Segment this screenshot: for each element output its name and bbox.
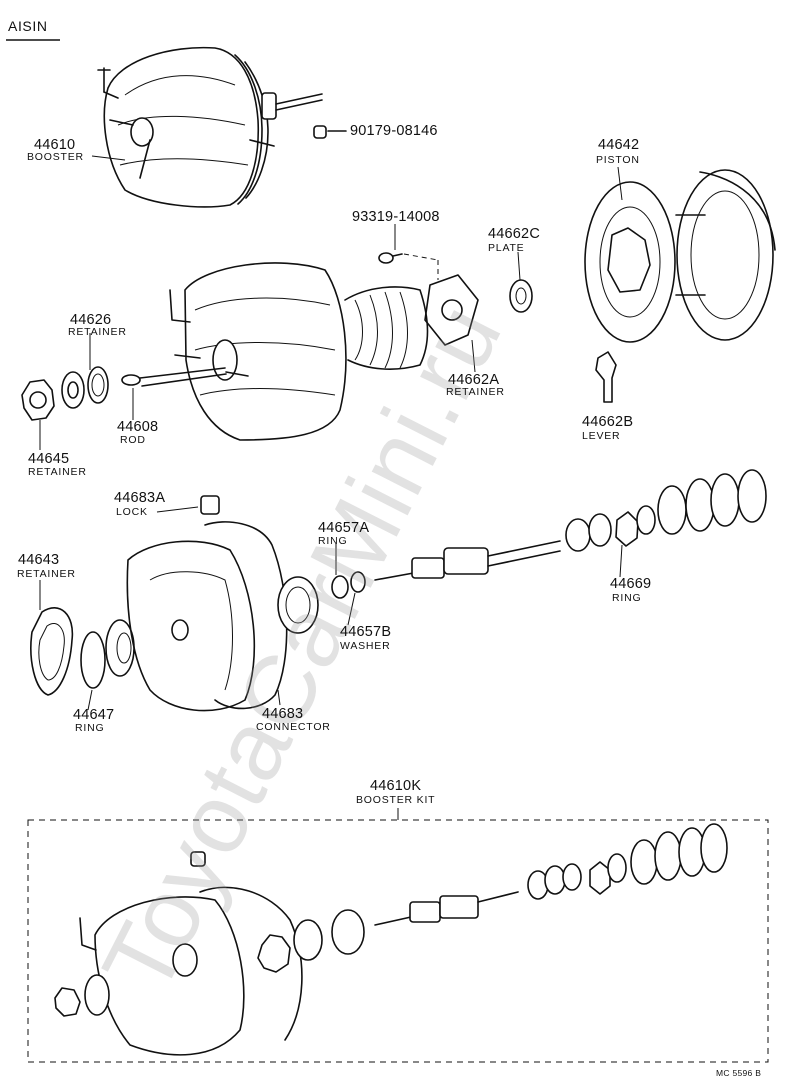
part-name-ring-44657a: RING bbox=[318, 535, 348, 547]
part-name-lever: LEVER bbox=[582, 430, 621, 442]
booster-body-section-drawing bbox=[121, 262, 479, 441]
part-number-44669: 44669 bbox=[610, 576, 652, 592]
part-name-ring-44647: RING bbox=[75, 722, 105, 734]
part-number-44662c: 44662C bbox=[488, 226, 540, 242]
booster-kit-drawing bbox=[27, 808, 769, 1063]
part-number-90179-08146: 90179-08146 bbox=[350, 123, 438, 139]
part-number-44626: 44626 bbox=[70, 312, 112, 328]
part-number-44610: 44610 bbox=[34, 137, 76, 153]
part-name-ring-44669: RING bbox=[612, 592, 642, 604]
piston-drawing bbox=[584, 169, 776, 403]
part-name-washer: WASHER bbox=[340, 640, 391, 652]
part-number-44662b: 44662B bbox=[582, 414, 634, 430]
part-name-retainer-44643: RETAINER bbox=[17, 568, 76, 580]
part-name-connector: CONNECTOR bbox=[256, 721, 331, 733]
part-number-44683a: 44683A bbox=[114, 490, 166, 506]
part-number-44642: 44642 bbox=[598, 137, 640, 153]
brand-label: AISIN bbox=[8, 18, 48, 34]
part-name-retainer-44645: RETAINER bbox=[28, 466, 87, 478]
part-number-44643: 44643 bbox=[18, 552, 60, 568]
part-name-booster: BOOSTER bbox=[27, 151, 84, 163]
part-name-retainer-44626: RETAINER bbox=[68, 326, 127, 338]
disassembled-section-drawing bbox=[30, 469, 767, 712]
part-number-44657a: 44657A bbox=[318, 520, 370, 536]
part-number-44608: 44608 bbox=[117, 419, 159, 435]
part-number-44657b: 44657B bbox=[340, 624, 392, 640]
part-number-44647: 44647 bbox=[73, 707, 115, 723]
part-number-93319-14008: 93319-14008 bbox=[352, 209, 440, 225]
part-name-booster-kit: BOOSTER KIT bbox=[356, 794, 436, 806]
part-name-plate: PLATE bbox=[488, 242, 525, 254]
part-name-retainer-44662a: RETAINER bbox=[446, 386, 505, 398]
part-name-lock: LOCK bbox=[116, 506, 148, 518]
part-number-44645: 44645 bbox=[28, 451, 70, 467]
part-name-rod: ROD bbox=[120, 434, 146, 446]
part-number-44662a: 44662A bbox=[448, 372, 500, 388]
booster-assembly-drawing bbox=[97, 46, 347, 208]
part-name-piston: PISTON bbox=[596, 154, 640, 166]
part-number-44610k: 44610K bbox=[370, 778, 422, 794]
drawing-reference: MC 5596 B bbox=[716, 1068, 762, 1078]
small-parts-middle-drawing bbox=[21, 252, 533, 421]
leader-lines bbox=[39, 155, 623, 711]
part-number-44683: 44683 bbox=[262, 706, 304, 722]
